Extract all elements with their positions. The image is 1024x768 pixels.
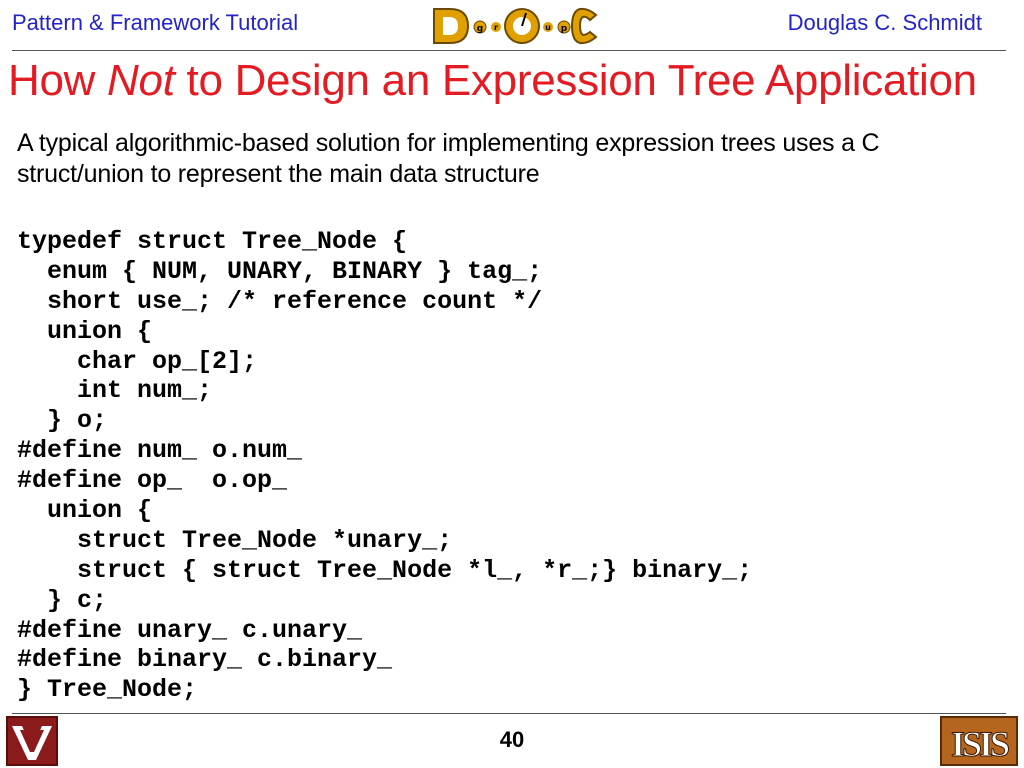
doc-group-logo: g r u p <box>433 7 598 45</box>
code-line: } Tree_Node; <box>17 675 198 705</box>
header-author: Douglas C. Schmidt <box>787 10 982 35</box>
logo-letter-o-clock <box>504 8 540 44</box>
intro-paragraph: A typical algorithmic-based solution for… <box>17 129 880 188</box>
code-line: enum { NUM, UNARY, BINARY } tag_; <box>17 256 543 286</box>
code-line: typedef struct Tree_Node { <box>17 227 408 256</box>
code-line: #define binary_ c.binary_ <box>17 645 393 675</box>
code-line: struct Tree_Node *unary_; <box>17 525 453 555</box>
footer-divider <box>12 713 1006 714</box>
logo-letter-g: g <box>477 24 483 34</box>
code-line: } c; <box>17 585 108 615</box>
isis-logo-text: ISIS <box>951 724 1009 764</box>
code-line: #define num_ o.num_ <box>17 436 303 466</box>
title-emphasis: Not <box>107 56 175 105</box>
vanderbilt-logo <box>6 716 58 766</box>
code-block: typedef struct Tree_Node { enum { NUM, U… <box>17 227 752 705</box>
header-divider <box>12 50 1006 51</box>
code-line: } o; <box>17 406 108 436</box>
code-line: union { <box>17 496 153 526</box>
code-line: #define unary_ c.unary_ <box>17 615 363 645</box>
code-line: struct { struct Tree_Node *l_, *r_;} bin… <box>17 555 753 585</box>
header-course-title: Pattern & Framework Tutorial <box>12 10 299 35</box>
code-line: union { <box>17 316 153 346</box>
code-line: #define op_ o.op_ <box>17 466 288 496</box>
slide-title: How Not to Design an Expression Tree App… <box>8 56 977 106</box>
code-line: short use_; /* reference count */ <box>17 286 543 316</box>
code-line: int num_; <box>17 376 213 406</box>
logo-letter-c <box>570 7 598 45</box>
title-part-2: to Design an Expression Tree Application <box>174 56 978 105</box>
title-part-1: How <box>8 56 108 105</box>
logo-letter-p: p <box>561 24 568 34</box>
code-line: char op_[2]; <box>17 346 258 376</box>
logo-letter-r: r <box>494 23 498 32</box>
logo-letter-d <box>433 8 470 44</box>
isis-logo: ISIS <box>940 716 1018 766</box>
page-number: 40 <box>499 727 525 752</box>
logo-letter-u: u <box>545 23 551 32</box>
